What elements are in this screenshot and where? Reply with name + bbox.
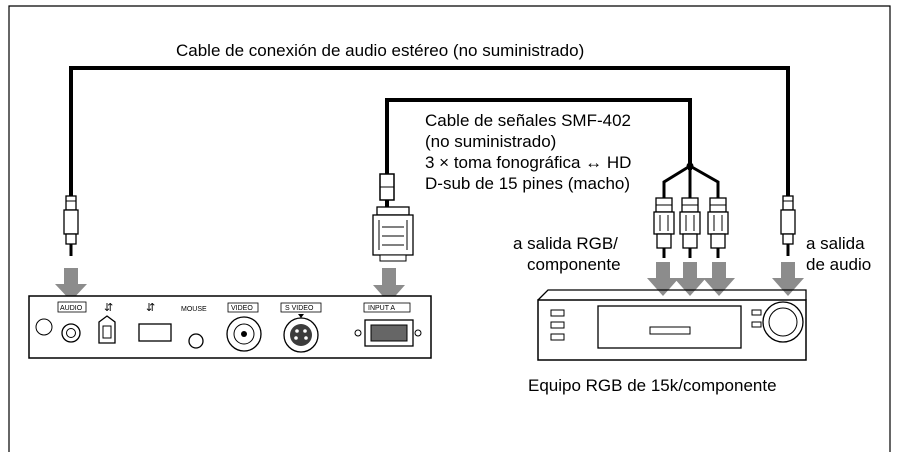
signal-cable-label-2: (no suministrado): [425, 132, 556, 151]
mounting-hole-left: [35, 318, 53, 336]
mouse-port-label: MOUSE: [181, 306, 207, 313]
s-video-port-label: S VIDEO: [285, 305, 314, 312]
audio-cable-label: Cable de conexión de audio estéreo (no s…: [176, 41, 584, 60]
dsub-connector: [372, 206, 414, 262]
video-port-label: VIDEO: [231, 305, 253, 312]
arrow-audio-out: [772, 262, 804, 296]
mouse-port: [188, 333, 204, 349]
signal-cable-label-4: D-sub de 15 pines (macho): [425, 174, 630, 193]
usb-a-port: [138, 323, 172, 342]
arrow-input-a: [373, 268, 405, 303]
diagram-frame: [8, 5, 891, 452]
device-panel: AUDIO ⇵ ⇵ MOUSE VIDEO S VIDEO INPUT A: [28, 295, 432, 359]
rca-plug-1: [653, 197, 675, 258]
arrow-rgb-2: [674, 262, 706, 296]
rgb-equipment: [537, 289, 807, 361]
usb-icon: ⇵: [104, 302, 113, 314]
arrow-audio-in: [55, 268, 87, 301]
arrow-rgb-3: [703, 262, 735, 296]
usb-icon: ⇵: [146, 302, 155, 314]
audio-cable: [69, 66, 790, 205]
signal-cable-label-1: Cable de señales SMF-402: [425, 111, 631, 130]
rgb-out-label-1: a salida RGB/: [513, 234, 618, 253]
audio-out-label-2: de audio: [806, 255, 871, 274]
rca-plug-3: [707, 197, 729, 258]
audio-plug-right: [780, 195, 796, 256]
audio-port-label: AUDIO: [60, 305, 83, 312]
rca-plug-2: [679, 197, 701, 258]
signal-cable-label-3: 3 × toma fonográfica ↔ HD: [425, 153, 631, 172]
audio-out-label-1: a salida: [806, 234, 865, 253]
arrow-rgb-1: [647, 262, 679, 296]
audio-plug-left: [63, 195, 79, 256]
rgb-out-label-2: componente: [527, 255, 621, 274]
signal-cable-split: [662, 162, 720, 198]
input-a-port-label: INPUT A: [368, 305, 395, 312]
equipment-label: Equipo RGB de 15k/componente: [528, 376, 777, 395]
